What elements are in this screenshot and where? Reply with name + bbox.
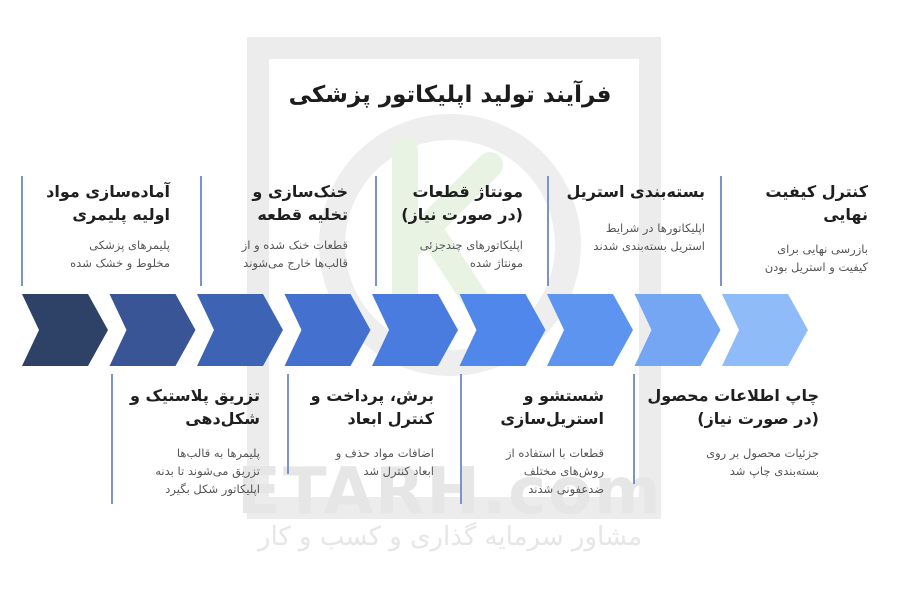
step-1-description: پلیمرهای پزشکی مخلوط و خشک شده [70,238,170,270]
step-5: مونتاژ قطعات (در صورت نیاز) اپلیکاتورهای… [383,180,523,272]
chevron-step-3 [197,294,283,366]
connector-line-1 [21,176,23,286]
connector-line-3 [200,176,202,286]
step-8: چاپ اطلاعات محصول (در صورت نیاز) جزئیات … [641,384,819,480]
step-7-description: اپلیکاتورها در شرایط استریل بسته‌بندی شد… [593,221,705,253]
step-2-title: تزریق پلاستیک و شکل‌دهی [129,386,260,428]
step-4-description: اضافات مواد حذف و ابعاد کنترل شد [335,446,434,478]
chevron-step-9 [722,294,808,366]
chevron-step-1 [22,294,108,366]
chevron-step-5 [372,294,458,366]
step-5-description: اپلیکاتورهای چندجزئی مونتاژ شده [419,238,523,270]
step-9-title: کنترل کیفیت نهایی [765,182,868,224]
step-7-title: بسته‌بندی استریل [566,182,705,201]
step-3: خنک‌سازی و تخلیه قطعه قطعات خنک شده و از… [208,180,348,272]
connector-line-6 [460,374,462,504]
connector-line-7 [547,176,549,286]
chevron-step-8 [634,294,721,366]
step-8-title: چاپ اطلاعات محصول (در صورت نیاز) [647,386,819,428]
step-2-description: پلیمرها به قالب‌ها تزریق می‌شوند تا بدنه… [155,446,260,496]
chevron-step-4 [284,294,371,366]
step-3-title: خنک‌سازی و تخلیه قطعه [252,182,348,224]
step-9: کنترل کیفیت نهایی بازرسی نهایی برای کیفی… [728,180,868,276]
step-4-title: برش، پرداخت و کنترل ابعاد [310,386,434,428]
step-6-description: قطعات با استفاده از روش‌های مختلف ضدعفون… [506,446,604,496]
connector-line-8 [633,374,635,484]
diagram-title: فرآیند تولید اپلیکاتور پزشکی [288,82,612,108]
connector-line-4 [287,374,289,474]
step-6: شستشو و استریل‌سازی قطعات با استفاده از … [468,384,604,498]
connector-line-9 [720,176,722,286]
step-3-description: قطعات خنک شده و از قالب‌ها خارج می‌شوند [241,238,348,270]
step-1: آماده‌سازی مواد اولیه پلیمری پلیمرهای پز… [30,180,170,272]
step-1-title: آماده‌سازی مواد اولیه پلیمری [46,182,170,224]
step-6-title: شستشو و استریل‌سازی [500,386,604,428]
step-9-description: بازرسی نهایی برای کیفیت و استریل بودن [764,242,868,274]
chevron-step-6 [459,294,546,366]
step-2: تزریق پلاستیک و شکل‌دهی پلیمرها به قالب‌… [118,384,260,498]
chevron-step-7 [547,294,633,366]
chevron-step-2 [109,294,196,366]
step-5-title: مونتاژ قطعات (در صورت نیاز) [401,182,523,224]
connector-line-2 [111,374,113,504]
step-4: برش، پرداخت و کنترل ابعاد اضافات مواد حذ… [294,384,434,480]
step-7: بسته‌بندی استریل اپلیکاتورها در شرایط اس… [555,180,705,255]
step-8-description: جزئیات محصول بر روی بسته‌بندی چاپ شد [706,446,819,478]
connector-line-5 [375,176,377,286]
